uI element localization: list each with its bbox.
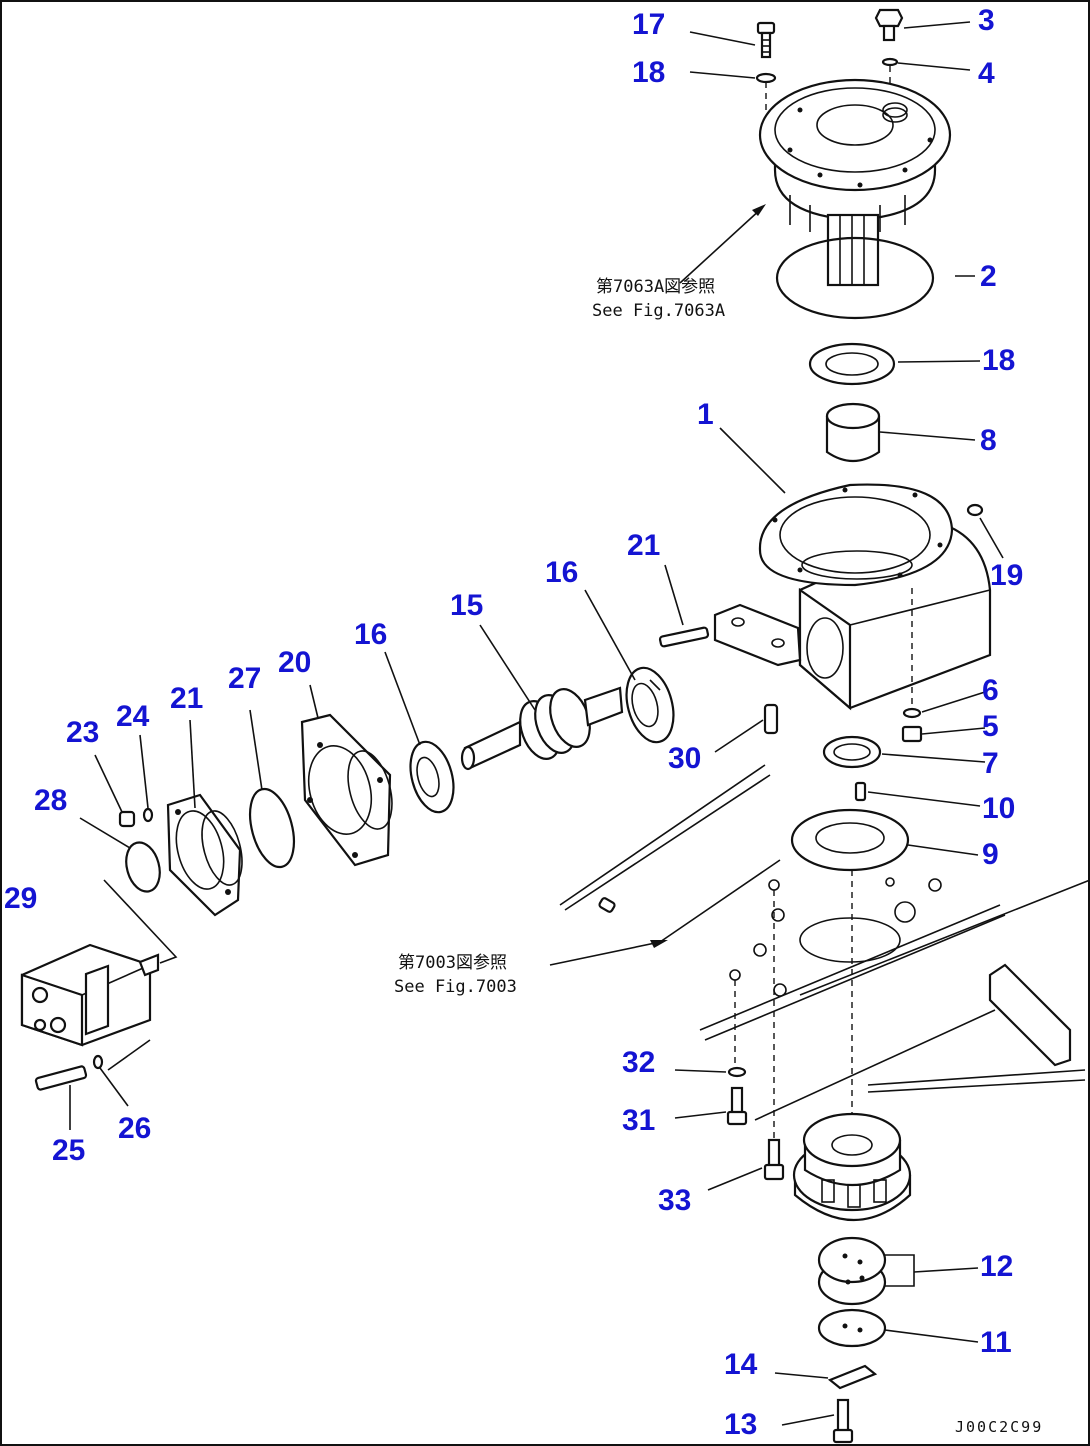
gear-housing-icon	[758, 78, 952, 287]
callout-22: 21	[170, 682, 203, 715]
washer-27-icon	[92, 1054, 104, 1070]
pin-31-icon	[763, 703, 779, 735]
o-ring-6-icon	[902, 707, 922, 719]
note-fig7063-en: See Fig.7063A	[592, 301, 725, 321]
callout-30: 29	[4, 882, 37, 915]
callout-23: 21	[627, 529, 660, 562]
pin-23-icon	[658, 626, 710, 648]
bolt-32-icon	[726, 1086, 748, 1126]
callout-24: 23	[66, 716, 99, 749]
callout-27: 26	[118, 1112, 151, 1145]
callout-29: 28	[34, 784, 67, 817]
callout-1: 1	[697, 398, 714, 431]
plate-11-icon	[817, 1308, 887, 1348]
callout-25: 24	[116, 700, 150, 733]
note-fig7003-en: See Fig.7003	[394, 977, 517, 997]
note-fig7003-jp: 第7003図参照	[398, 953, 507, 973]
bolt-26-icon	[34, 1065, 88, 1091]
plug-3-icon	[874, 8, 904, 42]
bolt-13-icon	[832, 1398, 854, 1444]
hydraulic-motor-30-icon	[20, 943, 160, 1047]
callout-8: 8	[980, 424, 997, 457]
bolt-34-icon	[763, 1138, 785, 1181]
callout-34: 33	[658, 1184, 691, 1217]
washer-33-icon	[727, 1066, 747, 1078]
plate-9-icon	[790, 808, 910, 872]
leader-lines	[69, 21, 1004, 1426]
callout-21: 20	[278, 646, 311, 679]
cover-21-icon	[300, 713, 393, 867]
pin-10-icon	[854, 781, 867, 802]
bolt-24-icon	[118, 810, 136, 828]
callout-10: 10	[982, 792, 1015, 825]
frame-section-icon	[559, 764, 1090, 1093]
callout-15: 15	[450, 589, 483, 622]
washer-25-icon	[142, 807, 154, 823]
ring-19-icon	[808, 342, 896, 386]
plug-5-icon	[901, 725, 923, 743]
shim-2-icon	[775, 236, 935, 320]
callout-19: 18	[982, 344, 1015, 377]
washer-18-icon	[755, 72, 777, 84]
pinion-housing-icon	[792, 1112, 912, 1222]
drawing-number: J00C2C99	[955, 1418, 1043, 1436]
callout-18: 18	[632, 56, 665, 89]
flange-22-icon	[166, 793, 243, 917]
callout-2: 2	[980, 260, 997, 293]
bolt-17-icon	[756, 21, 776, 59]
o-ring-4-icon	[881, 57, 899, 67]
callout-13: 13	[724, 1408, 757, 1441]
callout-3: 3	[978, 4, 995, 37]
bearing-16-right-icon	[625, 666, 675, 744]
callout-4: 4	[978, 57, 995, 90]
callout-26: 25	[52, 1134, 85, 1167]
worm-shaft-15-icon	[460, 686, 624, 771]
callout-32: 31	[622, 1104, 655, 1137]
callout-9: 9	[982, 838, 999, 871]
callout-16-right: 16	[545, 556, 578, 589]
ring-7-icon	[822, 735, 882, 769]
callout-20: 19	[990, 559, 1023, 592]
reduction-gear-assembly	[755, 8, 952, 320]
callout-16-left: 16	[354, 618, 387, 651]
callout-7: 7	[982, 747, 999, 780]
callout-31: 30	[668, 742, 701, 775]
plates-12-icon	[817, 1236, 887, 1306]
callout-14: 14	[724, 1348, 758, 1381]
worm-case-icon	[713, 483, 992, 711]
bushing-8-icon	[825, 402, 881, 463]
callout-6: 6	[982, 674, 999, 707]
callout-11: 11	[980, 1326, 1012, 1359]
bearing-16-left-icon	[409, 740, 455, 814]
callout-labels: 17 18 3 4 2 18 1 8 21 16 19 15 16 20 27 …	[4, 4, 1023, 1441]
o-ring-28-icon	[248, 787, 296, 869]
callout-17: 17	[632, 8, 665, 41]
plug-20-icon	[966, 503, 984, 517]
callout-12: 12	[980, 1250, 1013, 1283]
o-ring-29-icon	[125, 841, 161, 893]
note-fig7063-jp: 第7063A図参照	[596, 277, 715, 297]
callout-28: 27	[228, 662, 261, 695]
lock-plate-14-icon	[827, 1364, 878, 1390]
callout-5: 5	[982, 710, 999, 743]
callout-33: 32	[622, 1046, 655, 1079]
